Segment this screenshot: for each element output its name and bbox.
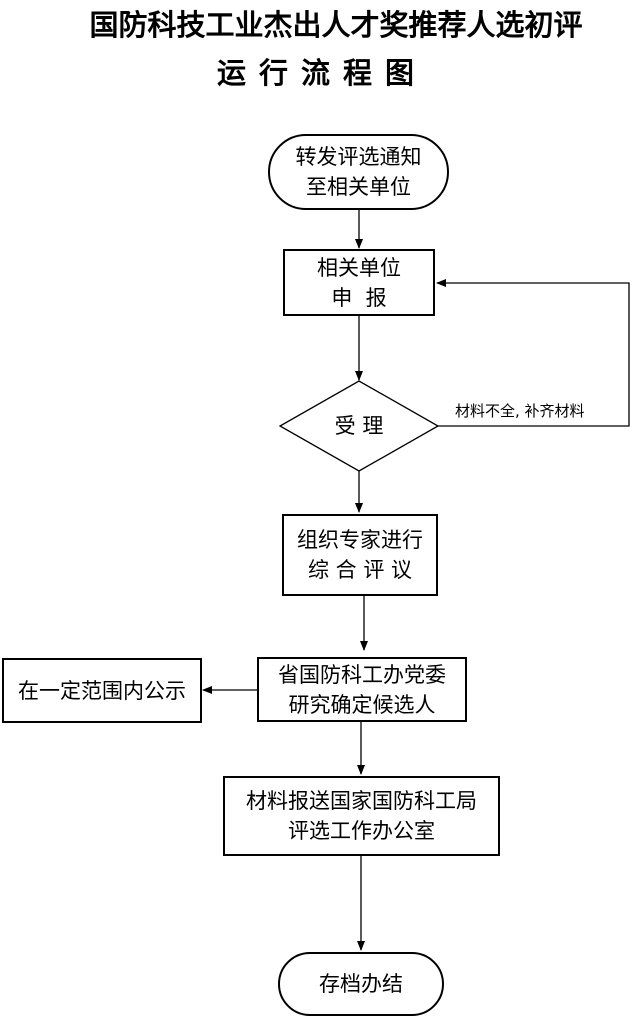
diagram-title: 国防科技工业杰出人才奖推荐人选初评 [89, 8, 583, 42]
node-start-line1: 转发评选通知 [295, 145, 422, 169]
node-apply-line1: 相关单位 [317, 255, 401, 280]
node-accept-label: 受 理 [334, 414, 384, 438]
node-review-line1: 组织专家进行 [297, 528, 423, 552]
node-submit-line2: 评选工作办公室 [288, 819, 435, 843]
node-start: 转发评选通知 至相关单位 [268, 134, 449, 210]
node-apply: 相关单位 申 报 [283, 249, 435, 316]
node-start-line2: 至相关单位 [306, 175, 411, 199]
arrow-feedback-loop [436, 279, 630, 427]
node-decide-line1: 省国防科工办党委 [278, 662, 446, 687]
feedback-edge-label: 材料不全, 补齐材料 [455, 402, 585, 420]
decision-diamond-accept [278, 380, 440, 472]
node-publicize: 在一定范围内公示 [2, 658, 202, 723]
node-decide-line2: 研究确定候选人 [288, 692, 436, 717]
node-review: 组织专家进行 综 合 评 议 [282, 514, 438, 596]
node-review-line2: 综 合 评 议 [307, 558, 413, 582]
node-end: 存档办结 [278, 952, 444, 1016]
diagram-subtitle: 运行流程图 [216, 56, 427, 90]
node-submit-line1: 材料报送国家国防科工局 [246, 789, 477, 813]
node-submit: 材料报送国家国防科工局 评选工作办公室 [223, 776, 500, 856]
node-publicize-label: 在一定范围内公示 [18, 678, 186, 703]
node-end-label: 存档办结 [319, 972, 403, 996]
node-decide: 省国防科工办党委 研究确定候选人 [257, 657, 467, 722]
node-apply-line2: 申 报 [331, 285, 387, 310]
